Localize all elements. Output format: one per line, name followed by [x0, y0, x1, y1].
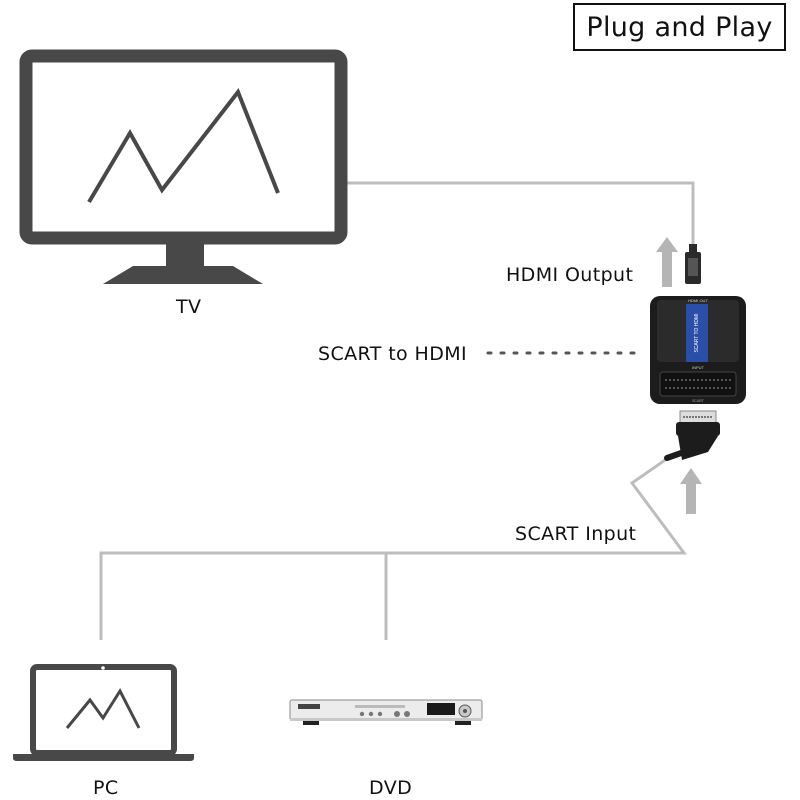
scart-socket — [659, 371, 737, 397]
tv-label: TV — [176, 296, 202, 318]
converter-side-text: SCART TO HDMI — [694, 313, 700, 352]
pc-label: PC — [93, 777, 119, 799]
converter-port-base-label: SCART — [692, 399, 705, 403]
scart-to-hdmi-label: SCART to HDMI — [318, 343, 468, 365]
tv-stand — [103, 266, 263, 284]
hdmi-cable — [346, 181, 695, 250]
pc-screen-graph-icon — [65, 687, 141, 729]
hdmi-plug-icon — [685, 244, 701, 284]
scart-input-cable — [99, 456, 687, 640]
hdmi-output-label: HDMI Output — [506, 264, 634, 286]
dvd-player-icon — [289, 699, 483, 725]
tv-frame — [19, 49, 348, 245]
converter-port-bottom-label: INPUT — [692, 365, 705, 370]
tv-icon — [19, 49, 348, 284]
pc-laptop-icon — [13, 664, 194, 761]
scart-input-label: SCART Input — [515, 523, 637, 545]
plug-and-play-title: Plug and Play — [573, 3, 786, 51]
converter-accent-stripe — [686, 304, 708, 362]
scart-plug-icon — [664, 410, 720, 461]
tv-screen-graph-icon — [87, 88, 280, 204]
up-arrow-icon-hdmi — [656, 237, 678, 287]
dvd-label: DVD — [369, 777, 413, 799]
up-arrow-icon-scart — [680, 468, 702, 514]
converter-port-top-label: HDMI OUT — [688, 298, 708, 303]
scart-to-hdmi-converter-icon: HDMI OUT SCART TO HDMI INPUT SCART — [650, 296, 746, 404]
